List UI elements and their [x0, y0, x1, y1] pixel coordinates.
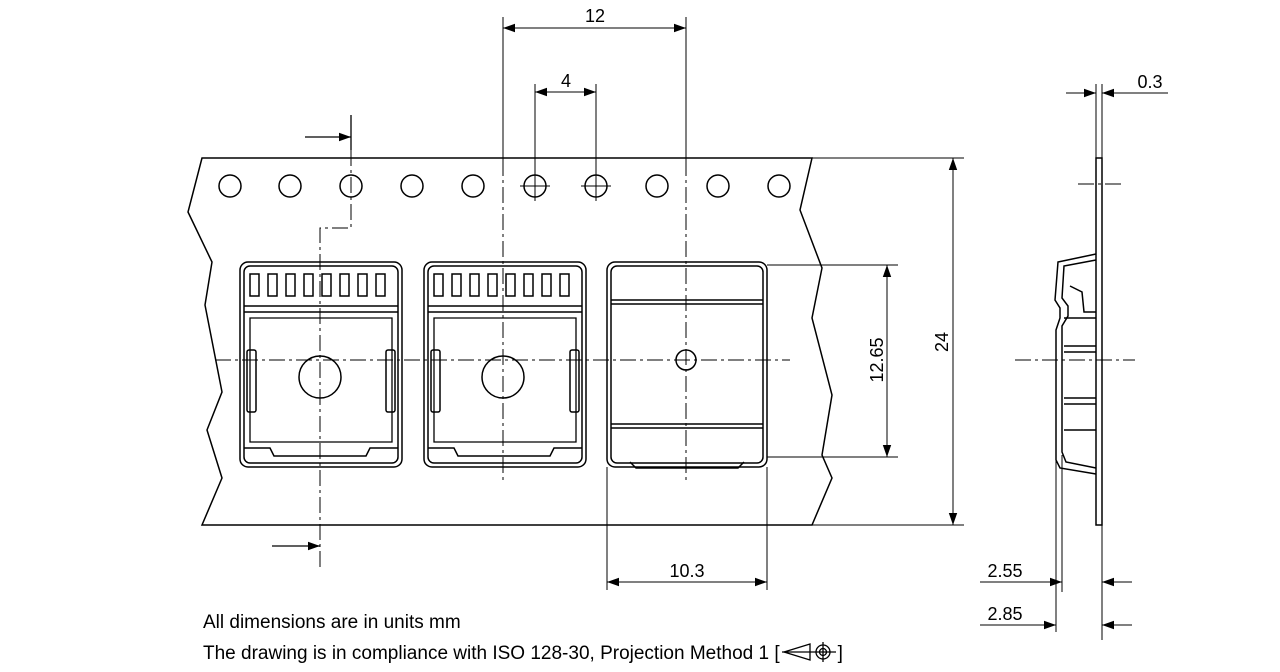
- sprocket-hole: [645, 174, 669, 198]
- label-tape-thickness: 0.3: [1137, 72, 1162, 92]
- pocket-with-component-1: [239, 261, 403, 468]
- sprocket-hole: [278, 174, 302, 198]
- label-pocket-width: 10.3: [669, 561, 704, 581]
- sprocket-hole: [218, 174, 242, 198]
- dimension-outer-depth: [980, 460, 1132, 632]
- dimension-sprocket-pitch: [534, 84, 597, 172]
- dimension-tape-thickness: [1066, 84, 1168, 158]
- label-sprocket-pitch: 4: [561, 71, 571, 91]
- first-angle-projection-icon: [781, 642, 836, 662]
- units-note: All dimensions are in units mm: [203, 612, 461, 633]
- iso-note-close: ]: [837, 643, 843, 664]
- sprocket-hole: [706, 174, 730, 198]
- section-markers: [272, 115, 352, 551]
- carrier-tape-outline: [187, 157, 833, 526]
- sprocket-hole: [767, 174, 791, 198]
- label-pocket-length: 12.65: [867, 337, 887, 382]
- sprocket-hole: [461, 174, 485, 198]
- dimension-tape-width: [812, 157, 964, 526]
- empty-pocket: [606, 261, 768, 469]
- iso-note-text: The drawing is in compliance with ISO 12…: [203, 643, 780, 664]
- sprocket-hole: [400, 174, 424, 198]
- dimension-pocket-pitch: [502, 17, 687, 160]
- dimension-pocket-width: [606, 467, 768, 590]
- sprocket-holes: [218, 174, 791, 198]
- label-pocket-pitch: 12: [585, 6, 605, 26]
- label-outer-depth: 2.85: [987, 604, 1022, 624]
- iso-note: The drawing is in compliance with ISO 12…: [203, 641, 843, 665]
- label-inner-depth: 2.55: [987, 561, 1022, 581]
- label-tape-width: 24: [932, 332, 952, 352]
- center-lines: [215, 150, 1135, 568]
- pocket-with-component-2: [423, 261, 587, 468]
- dimension-pocket-length: [767, 264, 898, 458]
